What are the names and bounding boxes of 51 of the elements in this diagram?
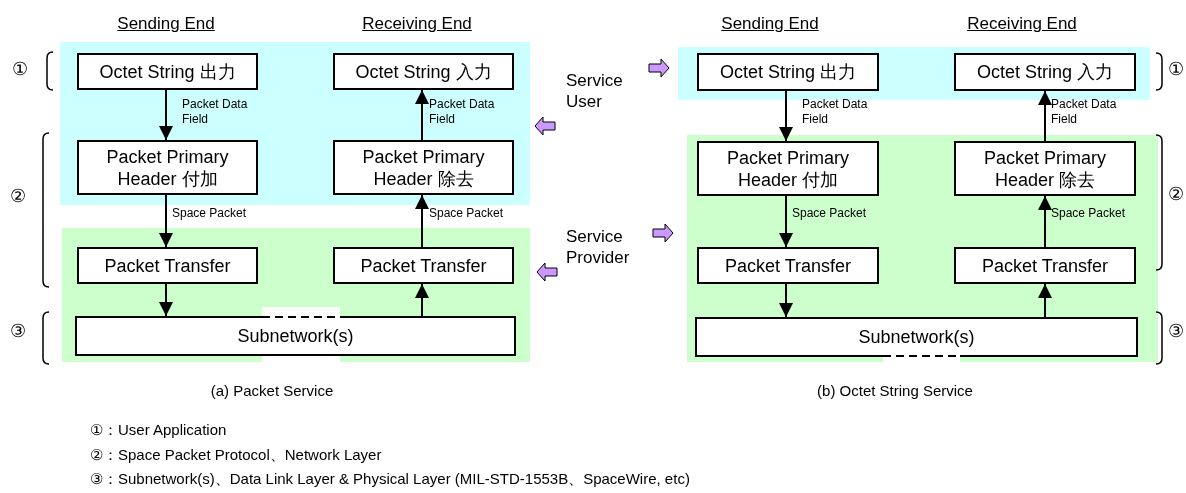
arrow (415, 89, 429, 141)
arrow (415, 283, 429, 317)
process-box: Packet Primary Header 除去 (954, 141, 1136, 196)
note: ③：Subnetwork(s)、Data Link Layer & Physical Layer (MIL-STD-1553B、SpaceWire, etc) (90, 470, 690, 489)
arrow (1038, 195, 1052, 248)
note: ①：User Application (90, 421, 227, 440)
arrow (779, 195, 793, 248)
edge-label: Space Packet (429, 206, 504, 221)
edge-label: Packet Data Field (429, 97, 496, 127)
edge-label: Packet Data Field (182, 97, 249, 127)
column-heading: Receiving End (967, 14, 1077, 34)
process-box: Packet Transfer (697, 247, 879, 284)
column-heading: Sending End (721, 14, 819, 34)
callout-number: ③ (10, 320, 26, 342)
column-heading: Receiving End (362, 14, 472, 34)
callout-number: ③ (1168, 320, 1184, 342)
arrow (779, 283, 793, 318)
callout-number: ② (10, 185, 26, 207)
process-box: Packet Transfer (77, 247, 258, 284)
caption: (b) Octet String Service (817, 382, 973, 399)
process-box: Octet String 出力 (77, 53, 258, 90)
edge-label: Space Packet (172, 206, 247, 221)
edge-label: Space Packet (792, 206, 867, 221)
callout-number: ① (1168, 58, 1184, 80)
edge-label: Space Packet (1051, 206, 1126, 221)
edge-label: Packet Data Field (802, 97, 869, 127)
side-label: Service User (566, 70, 624, 112)
arrow (1038, 90, 1052, 142)
process-box: Packet Primary Header 付加 (697, 141, 879, 196)
arrow (159, 194, 173, 248)
arrow (1038, 283, 1052, 318)
note: ②：Space Packet Protocol、Network Layer (90, 446, 382, 465)
process-box: Subnetwork(s) (695, 317, 1138, 357)
caption: (a) Packet Service (210, 382, 334, 399)
side-label: Service Provider (566, 226, 631, 268)
process-box: Octet String 入力 (333, 53, 514, 90)
process-box: Packet Primary Header 除去 (333, 140, 514, 195)
edge-label: Packet Data Field (1051, 97, 1118, 127)
process-box: Packet Transfer (333, 247, 514, 284)
column-heading: Sending End (117, 14, 215, 34)
arrow (159, 89, 173, 141)
callout-number: ② (1168, 183, 1184, 205)
process-box: Subnetwork(s) (75, 316, 516, 356)
process-box: Octet String 出力 (697, 53, 879, 91)
arrow (779, 90, 793, 142)
callout-number: ① (12, 58, 28, 80)
process-box: Packet Primary Header 付加 (77, 140, 258, 195)
arrow (159, 283, 173, 317)
process-box: Octet String 入力 (954, 53, 1136, 91)
arrow (415, 194, 429, 248)
process-box: Packet Transfer (954, 247, 1136, 284)
